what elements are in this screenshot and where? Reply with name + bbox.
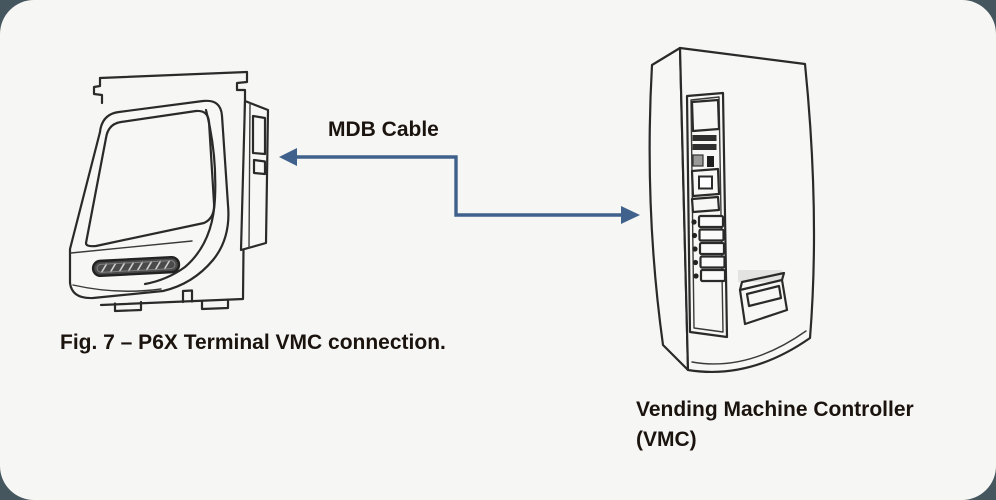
vmc-label: Vending Machine Controller (VMC) — [636, 395, 914, 455]
vending-machine-illustration — [648, 46, 816, 373]
vmc-label-line2: (VMC) — [636, 428, 697, 451]
vending-coin-return-button — [690, 167, 721, 198]
vending-delivery-flap — [738, 270, 789, 326]
terminal-body — [68, 99, 230, 300]
vending-coin-slot-plate — [692, 154, 704, 167]
vending-bill-acceptor — [692, 135, 717, 150]
arrowhead-right — [621, 206, 640, 224]
mdb-cable-label: MDB Cable — [328, 118, 439, 141]
vending-selection-buttons — [691, 214, 727, 283]
vmc-label-line1: Vending Machine Controller — [636, 398, 914, 421]
vending-coin-slot — [707, 156, 714, 167]
terminal-card-slot — [91, 255, 181, 278]
terminal-side-bracket — [239, 99, 270, 252]
terminal-side-curve — [143, 108, 217, 286]
arrowhead-left — [279, 148, 297, 166]
vending-control-panel — [685, 91, 729, 339]
p6x-terminal-illustration — [68, 70, 270, 313]
vending-display-window — [690, 98, 721, 133]
vending-panel-plate — [690, 195, 721, 214]
figure-caption: Fig. 7 – P6X Terminal VMC connection. — [60, 331, 446, 354]
vending-cabinet — [648, 46, 816, 373]
